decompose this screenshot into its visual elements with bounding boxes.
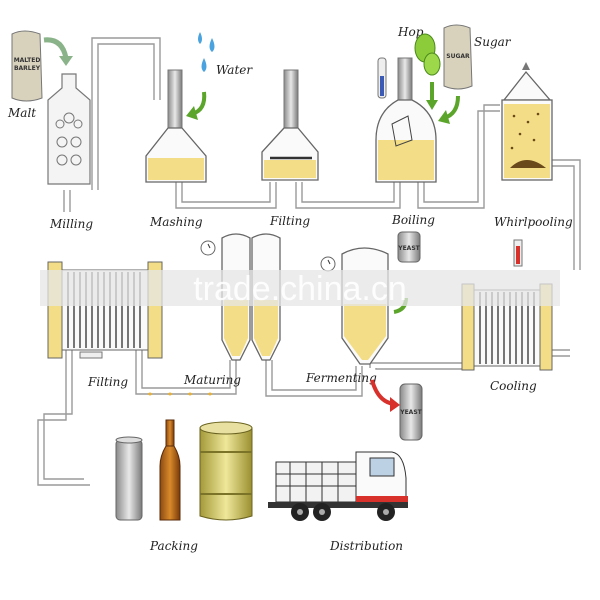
watermark: trade.china.cn xyxy=(40,270,560,308)
label-maturing: Maturing xyxy=(183,373,241,387)
beer-bottle xyxy=(159,419,181,521)
svg-text:YEAST: YEAST xyxy=(397,245,420,252)
malt-bag-text-2: BARLEY xyxy=(14,65,41,72)
boil-kettle xyxy=(375,57,437,183)
arrow-head-icon xyxy=(426,100,438,110)
truck-icon xyxy=(268,451,408,521)
label-boiling: Boiling xyxy=(391,213,435,227)
yeast-canister: YEAST xyxy=(397,231,421,263)
label-packing: Packing xyxy=(149,539,198,553)
label-malt: Malt xyxy=(7,106,36,120)
label-hop: Hop xyxy=(397,25,424,39)
sugar-bag-text: SUGAR xyxy=(446,53,470,60)
label-sugar: Sugar xyxy=(474,35,512,49)
label-cooling: Cooling xyxy=(490,379,537,393)
label-filting-top: Filting xyxy=(269,214,310,228)
label-fermenting: Fermenting xyxy=(305,371,377,385)
hop-icon xyxy=(414,33,441,76)
malt-bag-text-1: MALTED xyxy=(14,57,41,64)
beer-can xyxy=(115,436,143,521)
label-distribution: Distribution xyxy=(329,539,403,553)
label-water: Water xyxy=(216,63,253,77)
svg-text:YEAST: YEAST xyxy=(399,409,422,416)
yeast-canister: YEAST xyxy=(399,383,423,441)
watermark-text: trade.china.cn xyxy=(193,270,407,308)
label-filting-bottom: Filting xyxy=(87,375,128,389)
pipe-valves xyxy=(148,392,212,396)
lauter-tun xyxy=(261,69,319,181)
thermometer-icon xyxy=(377,57,387,99)
arrow-head-icon xyxy=(438,110,450,124)
beer-keg xyxy=(199,421,253,521)
mash-tun xyxy=(145,69,207,183)
sugar-bag: SUGAR xyxy=(443,24,473,90)
arrow-head-icon xyxy=(186,106,198,120)
green-arrow-icon xyxy=(43,37,69,59)
arrow-head-icon xyxy=(390,397,400,412)
arrow-head-icon xyxy=(59,56,73,66)
pipe-network xyxy=(37,37,581,486)
mill-hopper xyxy=(47,73,91,185)
label-milling: Milling xyxy=(49,217,93,231)
water-drops-icon xyxy=(198,32,215,72)
label-mashing: Mashing xyxy=(149,215,203,229)
label-whirlpooling: Whirlpooling xyxy=(494,215,573,229)
malt-bag: MALTED BARLEY xyxy=(11,30,43,102)
whirlpool-tank xyxy=(501,62,553,181)
